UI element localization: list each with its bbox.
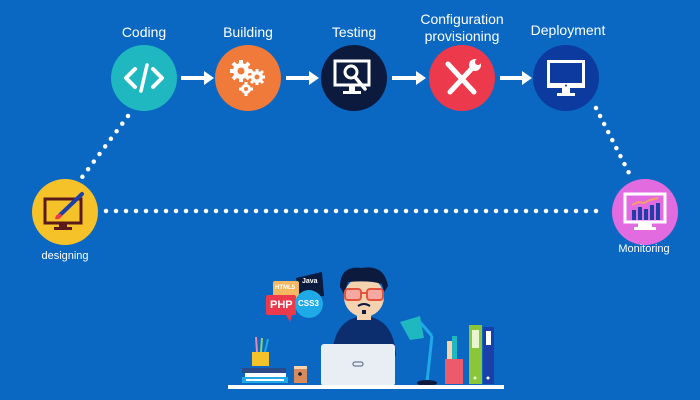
label-monitoring: Monitoring [618,243,670,255]
stage-testing [321,45,387,111]
stage-designing [32,179,98,245]
arrow-coding-to-building [181,71,214,85]
configuration-line2: provisioning [424,28,500,44]
bubble-html5: HTML5 [275,285,295,291]
desktop-monitor-icon [547,60,585,96]
monitor-paintbrush-icon [43,192,84,230]
bubble-css3: CSS3 [298,299,319,308]
arrow-configuration-to-deployment [500,71,532,85]
stage-label-deployment: Deployment [530,22,606,38]
stage-label-configuration: Configuration provisioning [397,11,527,45]
stage-coding [111,45,177,111]
arrow-testing-to-configuration [392,71,426,85]
code-brackets-icon [124,63,164,93]
bubble-java: Java [302,278,318,285]
stage-monitoring [612,179,678,245]
stage-configuration [429,45,495,111]
arrow-building-to-testing [286,71,319,85]
bubble-php: PHP [270,299,293,311]
stage-label-building: Building [223,24,273,40]
label-designing: designing [41,250,89,262]
stage-deployment [533,45,599,111]
stage-label-testing: Testing [331,24,377,40]
monitor-magnifier-icon [333,59,371,94]
stage-building [215,45,281,111]
gears-icon [230,60,265,96]
monitor-chart-icon [623,192,667,230]
configuration-line1: Configuration [420,11,504,27]
wrench-screwdriver-icon [445,59,481,95]
stage-label-coding: Coding [121,24,167,40]
